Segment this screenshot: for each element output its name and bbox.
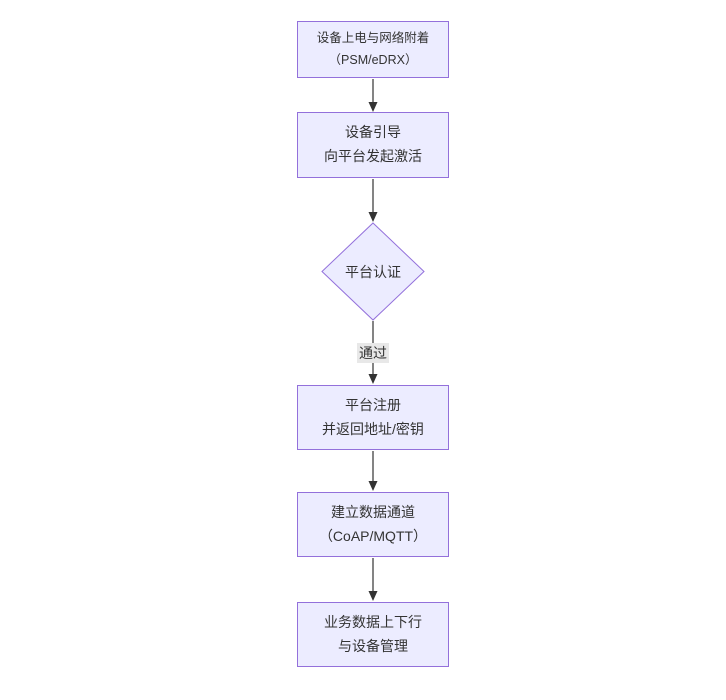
edge-arrowhead-3 (368, 374, 378, 384)
node-text-line: 建立数据通道 (331, 503, 415, 520)
node-bootstrap: 设备引导 向平台发起激活 (297, 112, 449, 178)
edge-label-pass: 通过 (357, 343, 389, 363)
node-text-line: 与设备管理 (338, 637, 408, 654)
node-text-line: 业务数据上下行 (324, 613, 422, 630)
edge-arrowhead-1 (368, 102, 378, 112)
node-text-line: 平台注册 (345, 396, 401, 413)
edge-arrowhead-4 (368, 481, 378, 491)
edge-arrowhead-2 (368, 212, 378, 222)
edge-arrowhead-5 (368, 591, 378, 601)
node-text-line: 设备上电与网络附着 (316, 30, 430, 45)
node-data-channel: 建立数据通道 （CoAP/MQTT） (297, 492, 449, 557)
node-power-attach: 设备上电与网络附着 （PSM/eDRX） (297, 21, 449, 78)
node-platform-register: 平台注册 并返回地址/密钥 (297, 385, 449, 450)
node-text-line: （PSM/eDRX） (328, 52, 418, 67)
node-text-line: 向平台发起激活 (324, 148, 422, 164)
decision-platform-auth-label: 平台认证 (345, 264, 401, 280)
node-text-line: 并返回地址/密钥 (322, 420, 424, 437)
node-text-line: （CoAP/MQTT） (318, 527, 428, 544)
node-business-data: 业务数据上下行 与设备管理 (297, 602, 449, 667)
decision-diamond-shape (321, 222, 425, 321)
node-text-line: 设备引导 (345, 124, 401, 141)
